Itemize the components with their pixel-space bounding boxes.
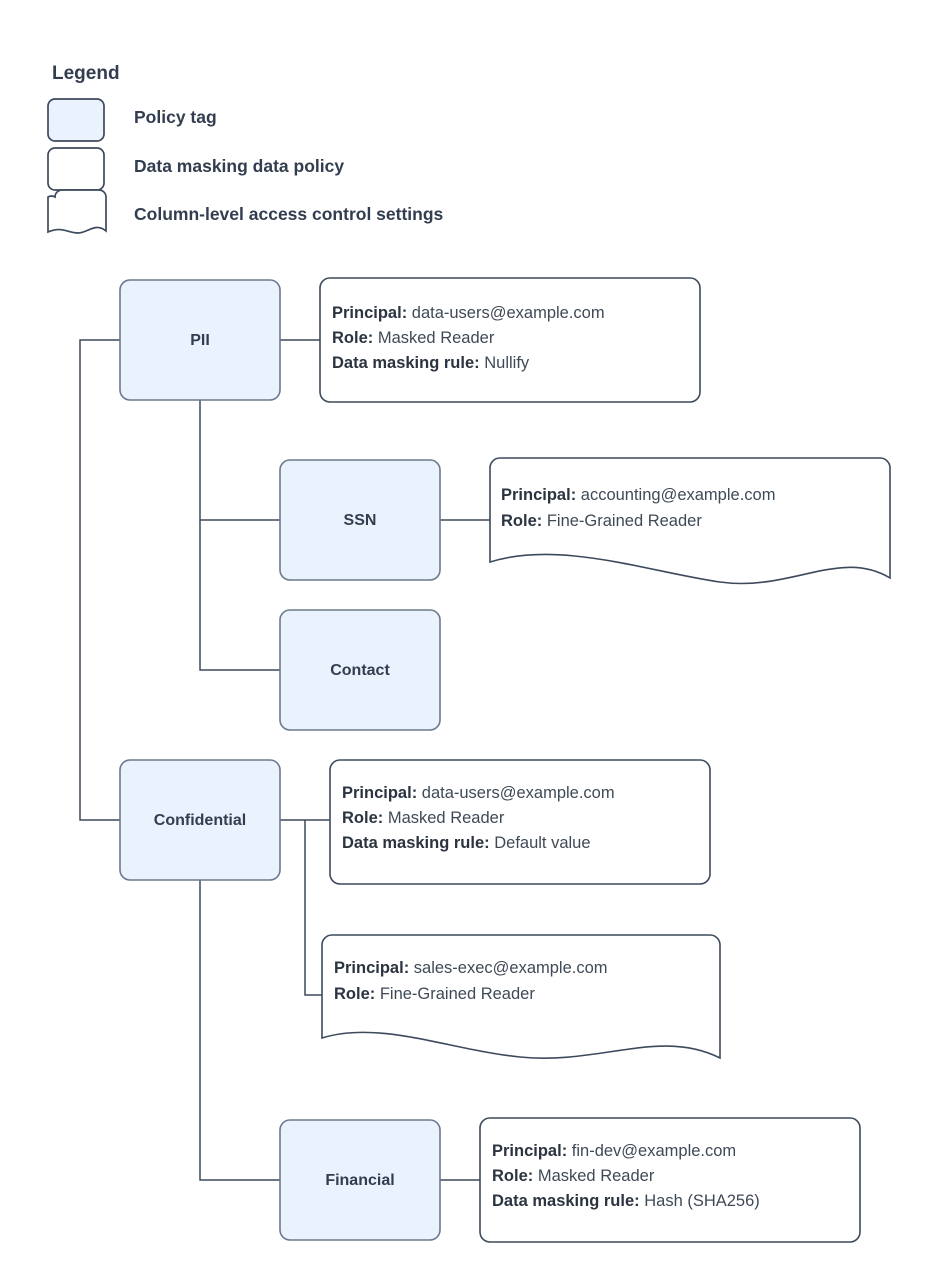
callout-ssn-line-2-value: Fine-Grained Reader xyxy=(542,512,702,530)
callout-financial-line-3-value: Hash (SHA256) xyxy=(640,1192,760,1210)
legend-label-data-masking-policy: Data masking data policy xyxy=(134,156,344,176)
node-ssn-shape[interactable] xyxy=(279,459,441,581)
callout-confidential-line-1: Principal: data-users@example.com xyxy=(342,784,615,802)
callout-ssn[interactable]: Principal: accounting@example.com Role: … xyxy=(489,457,891,585)
node-ssn-label: SSN xyxy=(344,512,377,529)
callout-ssn-shape[interactable] xyxy=(489,457,891,585)
callout-financial-line-3: Data masking rule: Hash (SHA256) xyxy=(492,1192,760,1210)
node-pii-label: PII xyxy=(190,332,210,349)
callout-sales-exec-shape[interactable] xyxy=(321,934,721,1060)
callout-ssn-line-1: Principal: accounting@example.com xyxy=(501,486,775,504)
node-financial[interactable]: Financial xyxy=(279,1119,441,1241)
callout-financial-line-2-key: Role: xyxy=(492,1167,533,1185)
connector-confidential-sales-exec-callout xyxy=(304,820,322,996)
callout-financial-shape[interactable] xyxy=(479,1117,861,1243)
callout-confidential-line-2-value: Masked Reader xyxy=(383,809,505,827)
node-contact-shape[interactable] xyxy=(279,609,441,731)
callout-sales-exec-line-1-value: sales-exec@example.com xyxy=(409,959,607,977)
legend-label-column-access-settings: Column-level access control settings xyxy=(134,204,444,224)
callout-pii-line-1: Principal: data-users@example.com xyxy=(332,304,605,322)
node-ssn[interactable]: SSN xyxy=(279,459,441,581)
legend-swatch-column-access-settings-icon xyxy=(47,189,107,234)
connector-trunk-pii-confidential xyxy=(79,339,120,821)
callout-ssn-line-2: Role: Fine-Grained Reader xyxy=(501,512,702,530)
callout-financial-line-2-value: Masked Reader xyxy=(533,1167,655,1185)
node-pii[interactable]: PII xyxy=(119,279,281,401)
callout-confidential-line-1-value: data-users@example.com xyxy=(417,784,614,802)
node-financial-shape[interactable] xyxy=(279,1119,441,1241)
node-contact[interactable]: Contact xyxy=(279,609,441,731)
callout-pii[interactable]: Principal: data-users@example.com Role: … xyxy=(319,277,701,403)
callout-sales-exec-line-2-value: Fine-Grained Reader xyxy=(375,985,535,1003)
callout-confidential-line-1-key: Principal: xyxy=(342,784,417,802)
callout-pii-line-3-key: Data masking rule: xyxy=(332,354,480,372)
callout-confidential-line-2: Role: Masked Reader xyxy=(342,809,505,827)
callout-pii-line-2: Role: Masked Reader xyxy=(332,329,495,347)
callout-confidential-shape[interactable] xyxy=(329,759,711,885)
connector-pii-contact xyxy=(199,520,280,671)
legend-swatch-data-masking-policy-icon xyxy=(47,147,105,191)
node-confidential-shape[interactable] xyxy=(119,759,281,881)
callout-confidential-line-2-key: Role: xyxy=(342,809,383,827)
callout-sales-exec-line-2-key: Role: xyxy=(334,985,375,1003)
callout-ssn-line-2-key: Role: xyxy=(501,512,542,530)
callout-financial[interactable]: Principal: fin-dev@example.com Role: Mas… xyxy=(479,1117,861,1243)
callout-sales-exec-line-1-key: Principal: xyxy=(334,959,409,977)
node-contact-label: Contact xyxy=(330,662,390,679)
callout-confidential[interactable]: Principal: data-users@example.com Role: … xyxy=(329,759,711,885)
callout-sales-exec-line-2: Role: Fine-Grained Reader xyxy=(334,985,535,1003)
callout-pii-shape[interactable] xyxy=(319,277,701,403)
node-financial-label: Financial xyxy=(325,1172,394,1189)
callout-pii-line-1-value: data-users@example.com xyxy=(407,304,604,322)
node-confidential-label: Confidential xyxy=(154,812,246,829)
callout-financial-line-2: Role: Masked Reader xyxy=(492,1167,655,1185)
callout-pii-line-2-value: Masked Reader xyxy=(373,329,495,347)
callout-financial-line-1: Principal: fin-dev@example.com xyxy=(492,1142,736,1160)
callout-sales-exec-line-1: Principal: sales-exec@example.com xyxy=(334,959,608,977)
callout-financial-line-1-key: Principal: xyxy=(492,1142,567,1160)
callout-pii-line-3: Data masking rule: Nullify xyxy=(332,354,530,372)
callout-pii-line-3-value: Nullify xyxy=(480,354,530,372)
callout-financial-line-1-value: fin-dev@example.com xyxy=(567,1142,736,1160)
callout-confidential-line-3-value: Default value xyxy=(490,834,591,852)
connector-pii-ssn xyxy=(199,400,280,521)
callout-confidential-line-3: Data masking rule: Default value xyxy=(342,834,591,852)
callout-pii-line-2-key: Role: xyxy=(332,329,373,347)
callout-pii-line-1-key: Principal: xyxy=(332,304,407,322)
legend-swatch-policy-tag-icon xyxy=(47,98,105,142)
legend-title: Legend xyxy=(52,63,120,84)
legend: Legend Policy tag Data masking data poli… xyxy=(47,63,444,234)
connector-group xyxy=(79,339,490,1181)
callout-financial-line-3-key: Data masking rule: xyxy=(492,1192,640,1210)
callout-ssn-line-1-value: accounting@example.com xyxy=(576,486,775,504)
node-confidential[interactable]: Confidential xyxy=(119,759,281,881)
legend-label-policy-tag: Policy tag xyxy=(134,107,217,127)
connector-confidential-financial xyxy=(199,880,280,1181)
node-pii-shape[interactable] xyxy=(119,279,281,401)
callout-ssn-line-1-key: Principal: xyxy=(501,486,576,504)
callout-confidential-line-3-key: Data masking rule: xyxy=(342,834,490,852)
callout-sales-exec[interactable]: Principal: sales-exec@example.com Role: … xyxy=(321,934,721,1060)
